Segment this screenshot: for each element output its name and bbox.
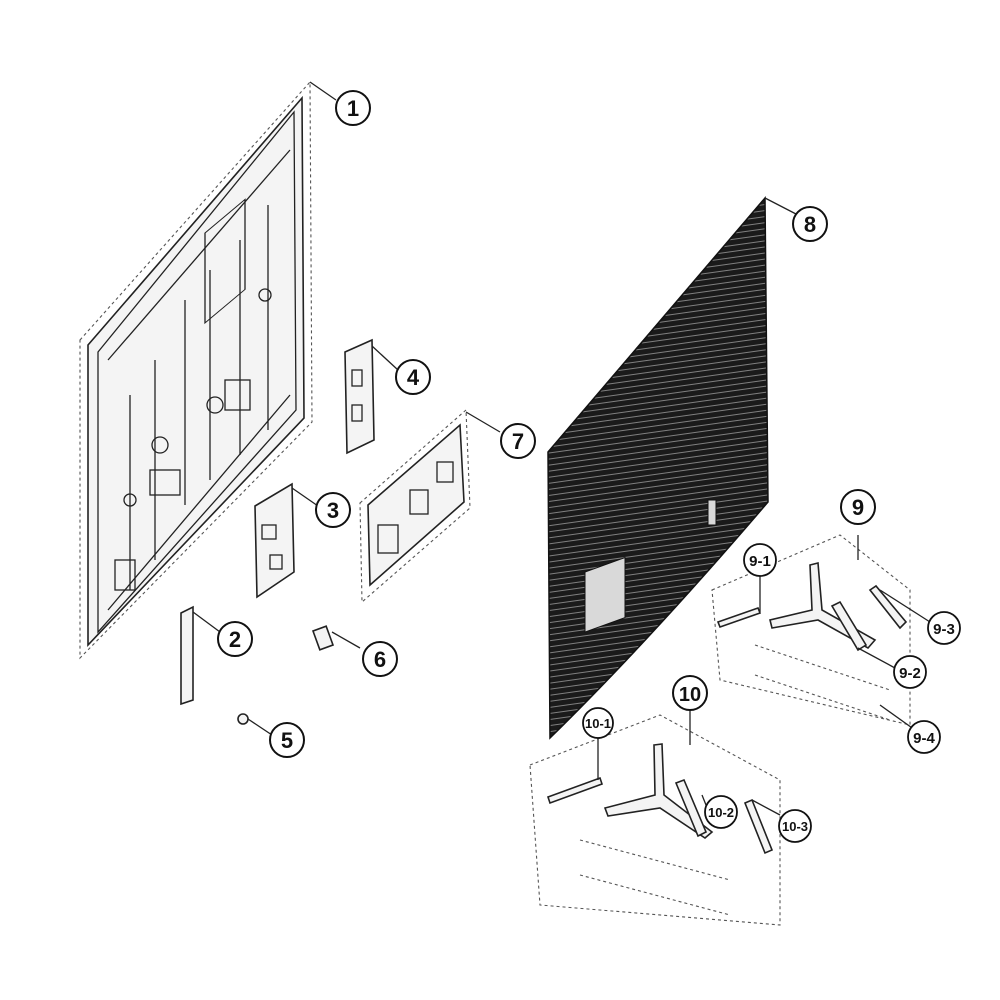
svg-text:6: 6 (374, 647, 386, 672)
callout-2: 2 (217, 621, 253, 657)
svg-text:2: 2 (229, 627, 241, 652)
svg-text:7: 7 (512, 429, 524, 454)
callout-5: 5 (269, 722, 305, 758)
callout-4: 4 (395, 359, 431, 395)
stand-9-2-leg (769, 561, 896, 669)
svg-text:10: 10 (679, 684, 701, 706)
stand-9-3-bracket (868, 584, 931, 630)
svg-text:9-4: 9-4 (913, 730, 935, 747)
part-4-small-board (344, 338, 399, 455)
svg-text:1: 1 (347, 96, 359, 121)
svg-text:10-1: 10-1 (585, 716, 611, 731)
svg-text:5: 5 (281, 728, 293, 753)
svg-text:10-2: 10-2 (708, 805, 734, 820)
callout-10-1: 10-1 (582, 707, 614, 739)
callout-10-3: 10-3 (778, 809, 812, 843)
part-3-main-board (254, 482, 319, 599)
callout-9-1: 9-1 (743, 543, 777, 577)
part-2-strip-board (180, 605, 221, 706)
part-6-connector (311, 625, 361, 651)
stand-9-1-support-bar (716, 572, 762, 629)
callout-10-2: 10-2 (704, 795, 738, 829)
svg-text:9-2: 9-2 (899, 665, 921, 682)
callout-7: 7 (500, 423, 536, 459)
callout-3: 3 (315, 492, 351, 528)
callout-9-3: 9-3 (927, 611, 961, 645)
svg-text:9-3: 9-3 (933, 621, 955, 638)
stand-10-3-bracket (743, 798, 781, 855)
svg-text:9: 9 (852, 495, 864, 520)
part-1-main-chassis (79, 80, 337, 660)
stand-10-assembly (529, 710, 781, 926)
stand-10-1-support-bar (546, 738, 604, 805)
callout-9: 9 (840, 489, 876, 525)
stand-9-assembly (711, 534, 931, 736)
stand-10-2-leg (603, 743, 714, 840)
svg-text:3: 3 (327, 498, 339, 523)
svg-text:9-1: 9-1 (749, 553, 771, 570)
svg-text:10-3: 10-3 (782, 819, 808, 834)
callout-1: 1 (335, 90, 371, 126)
callout-9-4: 9-4 (907, 720, 941, 754)
callout-9-2: 9-2 (893, 655, 927, 689)
part-7-power-board (359, 408, 501, 604)
part-5-screw (237, 713, 273, 736)
callout-6: 6 (362, 641, 398, 677)
part-8-rear-cover (547, 195, 797, 740)
callout-8: 8 (792, 206, 828, 242)
svg-text:4: 4 (407, 365, 420, 390)
svg-text:8: 8 (804, 212, 816, 237)
callout-10: 10 (672, 675, 708, 711)
chassis-brackets (107, 149, 291, 611)
